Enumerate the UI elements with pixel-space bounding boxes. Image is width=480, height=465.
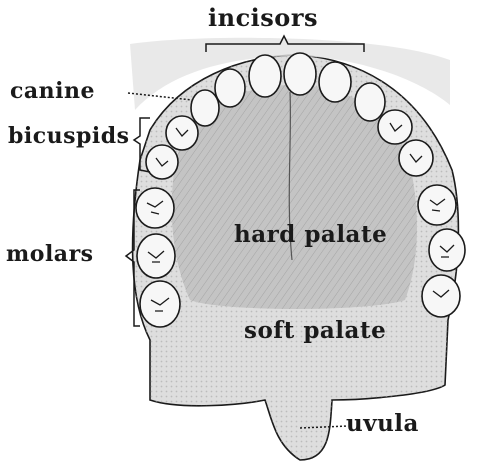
molars-label: molars <box>6 243 94 265</box>
bicuspids-label: bicuspids <box>8 125 130 147</box>
tooth-incisor-4 <box>319 62 351 102</box>
tooth-bicuspid-l1 <box>166 116 198 150</box>
soft-palate-label: soft palate <box>244 319 386 342</box>
tooth-molar-l2 <box>137 234 175 278</box>
hard-palate-label: hard palate <box>234 223 387 246</box>
tooth-canine-left <box>191 90 219 126</box>
tooth-incisor-1 <box>215 69 245 107</box>
tooth-bicuspid-r2 <box>399 140 433 176</box>
tooth-molar-l1 <box>136 188 174 228</box>
tooth-molar-r2 <box>429 229 465 271</box>
tooth-canine-right <box>355 83 385 121</box>
tooth-molar-r3 <box>422 275 460 317</box>
uvula-label: uvula <box>346 412 419 435</box>
incisors-label: incisors <box>208 6 318 30</box>
tooth-incisor-3 <box>284 53 316 95</box>
tooth-molar-l3 <box>140 281 180 327</box>
tooth-bicuspid-r1 <box>378 110 412 144</box>
tooth-bicuspid-l2 <box>146 145 178 179</box>
canine-label: canine <box>10 80 95 102</box>
tooth-incisor-2 <box>249 55 281 97</box>
